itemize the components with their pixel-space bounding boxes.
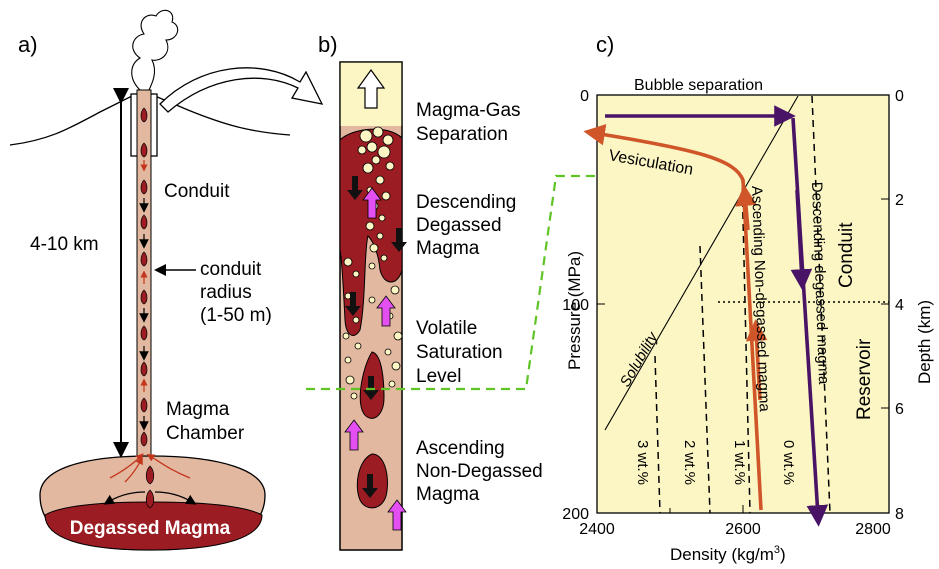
degassed-magma-label: Degassed Magma — [70, 518, 231, 539]
radius-label-2: radius — [200, 282, 252, 303]
x-tick-2800: 2800 — [855, 521, 891, 538]
chamber-label-1: Magma — [166, 399, 230, 420]
p-tick-100: 100 — [562, 297, 589, 314]
zoom-arrow — [159, 67, 324, 113]
ascending-arrow-mid — [745, 319, 768, 401]
descending-label-1: Descending — [416, 192, 516, 213]
x-tick-2400: 2400 — [579, 521, 615, 538]
panel-a-label: a) — [18, 32, 38, 57]
y-axis-title-left: Pressure (MPa) — [565, 251, 584, 370]
radius-label-1: conduit — [200, 259, 262, 280]
axis-ticks — [597, 94, 889, 514]
depth-tick-8: 8 — [895, 506, 904, 523]
separation-label-1: Magma-Gas — [416, 100, 521, 121]
ascending-arrows — [344, 187, 407, 531]
depth-tick-4: 4 — [895, 297, 904, 314]
separation-label-2: Separation — [416, 124, 508, 145]
height-label: 4-10 km — [30, 234, 99, 255]
p-tick-200: 200 — [562, 506, 589, 523]
volcano-outline — [9, 95, 291, 146]
wt-label-0: 0 wt.% — [780, 440, 797, 485]
saturation-label-3: Level — [416, 366, 461, 387]
panel-c-label: c) — [596, 32, 614, 57]
ascending-label-3: Magma — [416, 484, 480, 505]
panel-a: a) Degassed Magma — [9, 9, 324, 551]
wt-label-1: 1 wt.% — [731, 440, 748, 485]
wt-label-2: 2 wt.% — [681, 440, 698, 485]
descending-label-3: Magma — [416, 238, 480, 259]
wt-label-3: 3 wt.% — [634, 440, 651, 485]
saturation-label-2: Saturation — [416, 342, 503, 363]
conduit-label: Conduit — [164, 181, 230, 202]
descending-arrow-mid — [790, 189, 813, 291]
x-axis-title: Density (kg/m3) — [670, 544, 786, 564]
diverging-arrows — [103, 491, 197, 505]
panel-b: b) — [306, 32, 886, 551]
radius-label-3: (1-50 m) — [200, 305, 272, 326]
plot-area — [596, 94, 890, 514]
column-outline — [339, 61, 403, 551]
x-tick-2600: 2600 — [725, 521, 761, 538]
panel-b-label: b) — [318, 32, 338, 57]
ascending-label-1: Ascending — [416, 438, 505, 459]
depth-tick-0: 0 — [895, 88, 904, 105]
ascending-label-2: Non-Degassed — [416, 461, 543, 482]
reservoir-zone-label: Reservoir — [854, 338, 875, 420]
wt-isopleths — [654, 95, 831, 514]
depth-tick-6: 6 — [895, 401, 904, 418]
descending-label-2: Degassed — [416, 215, 502, 236]
solubility-line — [604, 95, 799, 431]
depth-tick-2: 2 — [895, 192, 904, 209]
y-axis-title-right: Depth (km) — [915, 300, 934, 384]
p-tick-0: 0 — [580, 88, 589, 105]
conduit-blobs — [140, 107, 155, 509]
saturation-label-1: Volatile — [416, 318, 477, 339]
descending-curve — [791, 117, 829, 527]
bubble-separation-label: Bubble separation — [634, 77, 763, 94]
ascending-arrow-top — [735, 184, 757, 231]
smoke-plume — [131, 9, 179, 93]
converging-arrows — [109, 453, 191, 483]
chamber-label-2: Chamber — [166, 423, 245, 444]
gas-release-arrow — [356, 68, 386, 109]
conduit-zone-label: Conduit — [836, 222, 857, 288]
panel-c: c) Bubble separation Vesiculat — [562, 32, 934, 564]
ascending-curve — [583, 124, 763, 511]
